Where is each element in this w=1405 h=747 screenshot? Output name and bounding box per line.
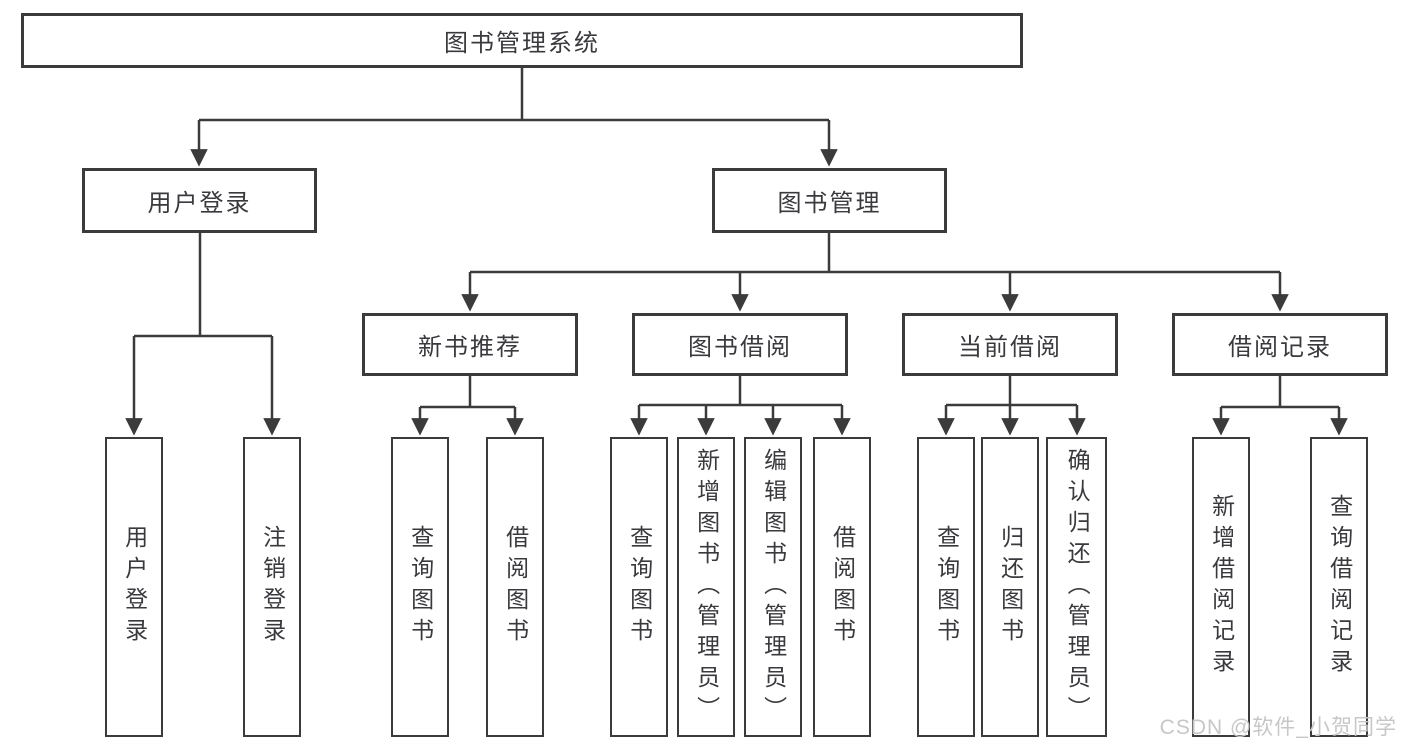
leaf-edit-books-admin-label: 编辑图书（管理员） (760, 447, 787, 727)
leaf-edit-books-admin: 编辑图书（管理员） (744, 437, 802, 737)
leaf-query-books-1-label: 查询图书 (407, 525, 434, 649)
node-book-management-label: 图书管理 (777, 190, 882, 217)
node-new-book-recommend-label: 新书推荐 (418, 334, 522, 361)
node-user-login-label: 用户登录 (147, 190, 252, 217)
leaf-query-borrow-record-label: 查询借阅记录 (1326, 494, 1353, 680)
leaf-add-books-admin: 新增图书（管理员） (677, 437, 735, 737)
leaf-query-books-3: 查询图书 (917, 437, 975, 737)
leaf-borrow-books-2: 借阅图书 (813, 437, 871, 737)
leaf-logout: 注销登录 (243, 437, 301, 737)
node-borrow-records-label: 借阅记录 (1228, 334, 1332, 361)
leaf-add-borrow-record-label: 新增借阅记录 (1208, 494, 1235, 680)
node-book-management: 图书管理 (712, 168, 947, 233)
leaf-query-books-3-label: 查询图书 (933, 525, 960, 649)
leaf-confirm-return-admin: 确认归还（管理员） (1046, 437, 1107, 737)
leaf-user-login-label: 用户登录 (121, 525, 148, 649)
leaf-query-borrow-record: 查询借阅记录 (1310, 437, 1368, 737)
node-book-borrow-label: 图书借阅 (688, 334, 792, 361)
node-current-borrow: 当前借阅 (902, 313, 1118, 376)
leaf-add-books-admin-label: 新增图书（管理员） (693, 447, 720, 727)
leaf-return-books: 归还图书 (981, 437, 1039, 737)
node-user-login: 用户登录 (82, 168, 317, 233)
leaf-borrow-books-1-label: 借阅图书 (502, 525, 529, 649)
node-book-borrow: 图书借阅 (632, 313, 848, 376)
leaf-borrow-books-2-label: 借阅图书 (829, 525, 856, 649)
node-new-book-recommend: 新书推荐 (362, 313, 578, 376)
node-current-borrow-label: 当前借阅 (958, 334, 1062, 361)
node-root: 图书管理系统 (21, 13, 1023, 68)
leaf-query-books-1: 查询图书 (391, 437, 449, 737)
leaf-add-borrow-record: 新增借阅记录 (1192, 437, 1250, 737)
node-borrow-records: 借阅记录 (1172, 313, 1388, 376)
leaf-user-login: 用户登录 (105, 437, 163, 737)
leaf-confirm-return-admin-label: 确认归还（管理员） (1064, 447, 1091, 727)
leaf-query-books-2-label: 查询图书 (626, 525, 653, 649)
csdn-watermark: CSDN @软件_小贺同学 (1159, 716, 1397, 739)
leaf-borrow-books-1: 借阅图书 (486, 437, 544, 737)
leaf-query-books-2: 查询图书 (610, 437, 668, 737)
leaf-logout-label: 注销登录 (259, 525, 286, 649)
leaf-return-books-label: 归还图书 (997, 525, 1024, 649)
node-root-label: 图书管理系统 (444, 30, 600, 57)
